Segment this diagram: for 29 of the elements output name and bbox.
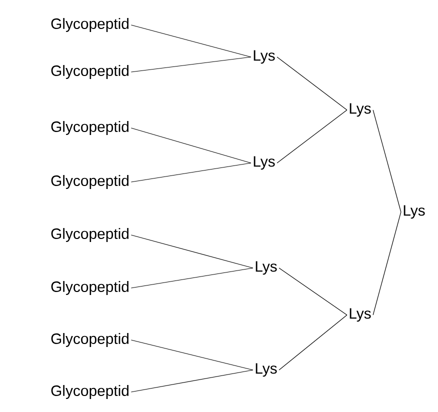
text-label: Glycopeptid (51, 65, 128, 79)
text-label: Glycopeptid (51, 281, 128, 295)
lys-label: Lys (254, 50, 275, 64)
text-label: Glycopeptid (51, 385, 128, 399)
connector-line (372, 110, 402, 212)
lys-label: Lys (256, 261, 277, 275)
text-label: Glycopeptid (51, 228, 128, 242)
connector-line (130, 340, 254, 370)
connector-line (130, 234, 254, 268)
lys-label: Lys (256, 363, 277, 377)
lys-label: Lys (350, 103, 371, 117)
connector-line (130, 24, 252, 58)
text-label: Glycopeptid (51, 333, 128, 347)
lys-label: Lys (404, 205, 425, 219)
connector-line (130, 56, 252, 72)
connector-line (276, 56, 348, 110)
lys-label: Lys (350, 308, 371, 322)
connector-line (130, 268, 254, 288)
text-label: Glycopeptid (51, 121, 128, 135)
connector-line (130, 162, 252, 182)
text-label: Glycopeptid (51, 18, 128, 32)
connector-line (276, 110, 348, 164)
text-label: Glycopeptid (51, 175, 128, 189)
connector-line (130, 128, 252, 164)
lys-label: Lys (254, 156, 275, 170)
connector-line (278, 314, 348, 370)
connector-line (372, 212, 402, 316)
connector-line (130, 370, 254, 392)
connector-line (278, 268, 348, 316)
